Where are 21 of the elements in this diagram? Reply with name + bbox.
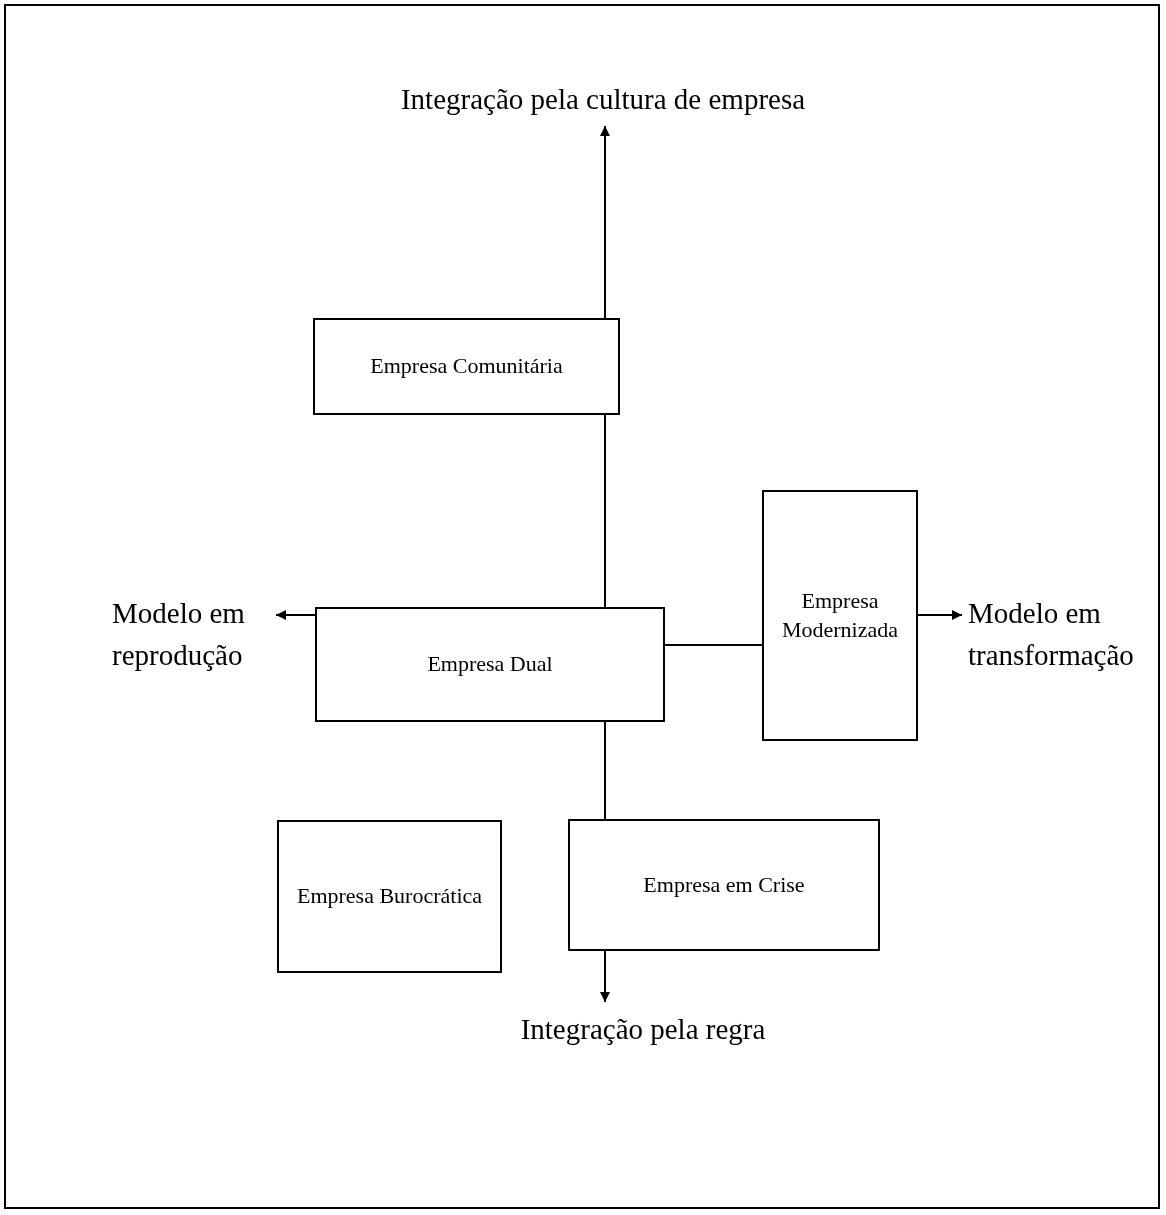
process-box (313, 318, 620, 415)
axis-label: Integração pela cultura de empresa (400, 78, 806, 121)
arrow (275, 610, 316, 620)
process-box (277, 820, 502, 973)
axis-label: Integração pela regra (520, 1008, 766, 1051)
box-label: Empresa em Crise (643, 870, 805, 899)
axis-label: Modelo em reprodução (112, 592, 270, 677)
arrow (600, 125, 610, 319)
arrow (917, 610, 963, 620)
process-box (762, 490, 918, 741)
connector-line (604, 721, 606, 820)
connector-line (604, 414, 606, 608)
arrow (600, 950, 610, 1003)
process-box (315, 607, 665, 722)
axis-label: Modelo em transformação (968, 592, 1164, 677)
box-label: Empresa Burocrática (296, 882, 483, 911)
box-label: Empresa Dual (427, 650, 553, 679)
connector-line (664, 644, 763, 646)
process-box (568, 819, 880, 951)
box-label: Empresa Modernizada (780, 586, 900, 644)
box-label: Empresa Comunitária (370, 352, 563, 381)
